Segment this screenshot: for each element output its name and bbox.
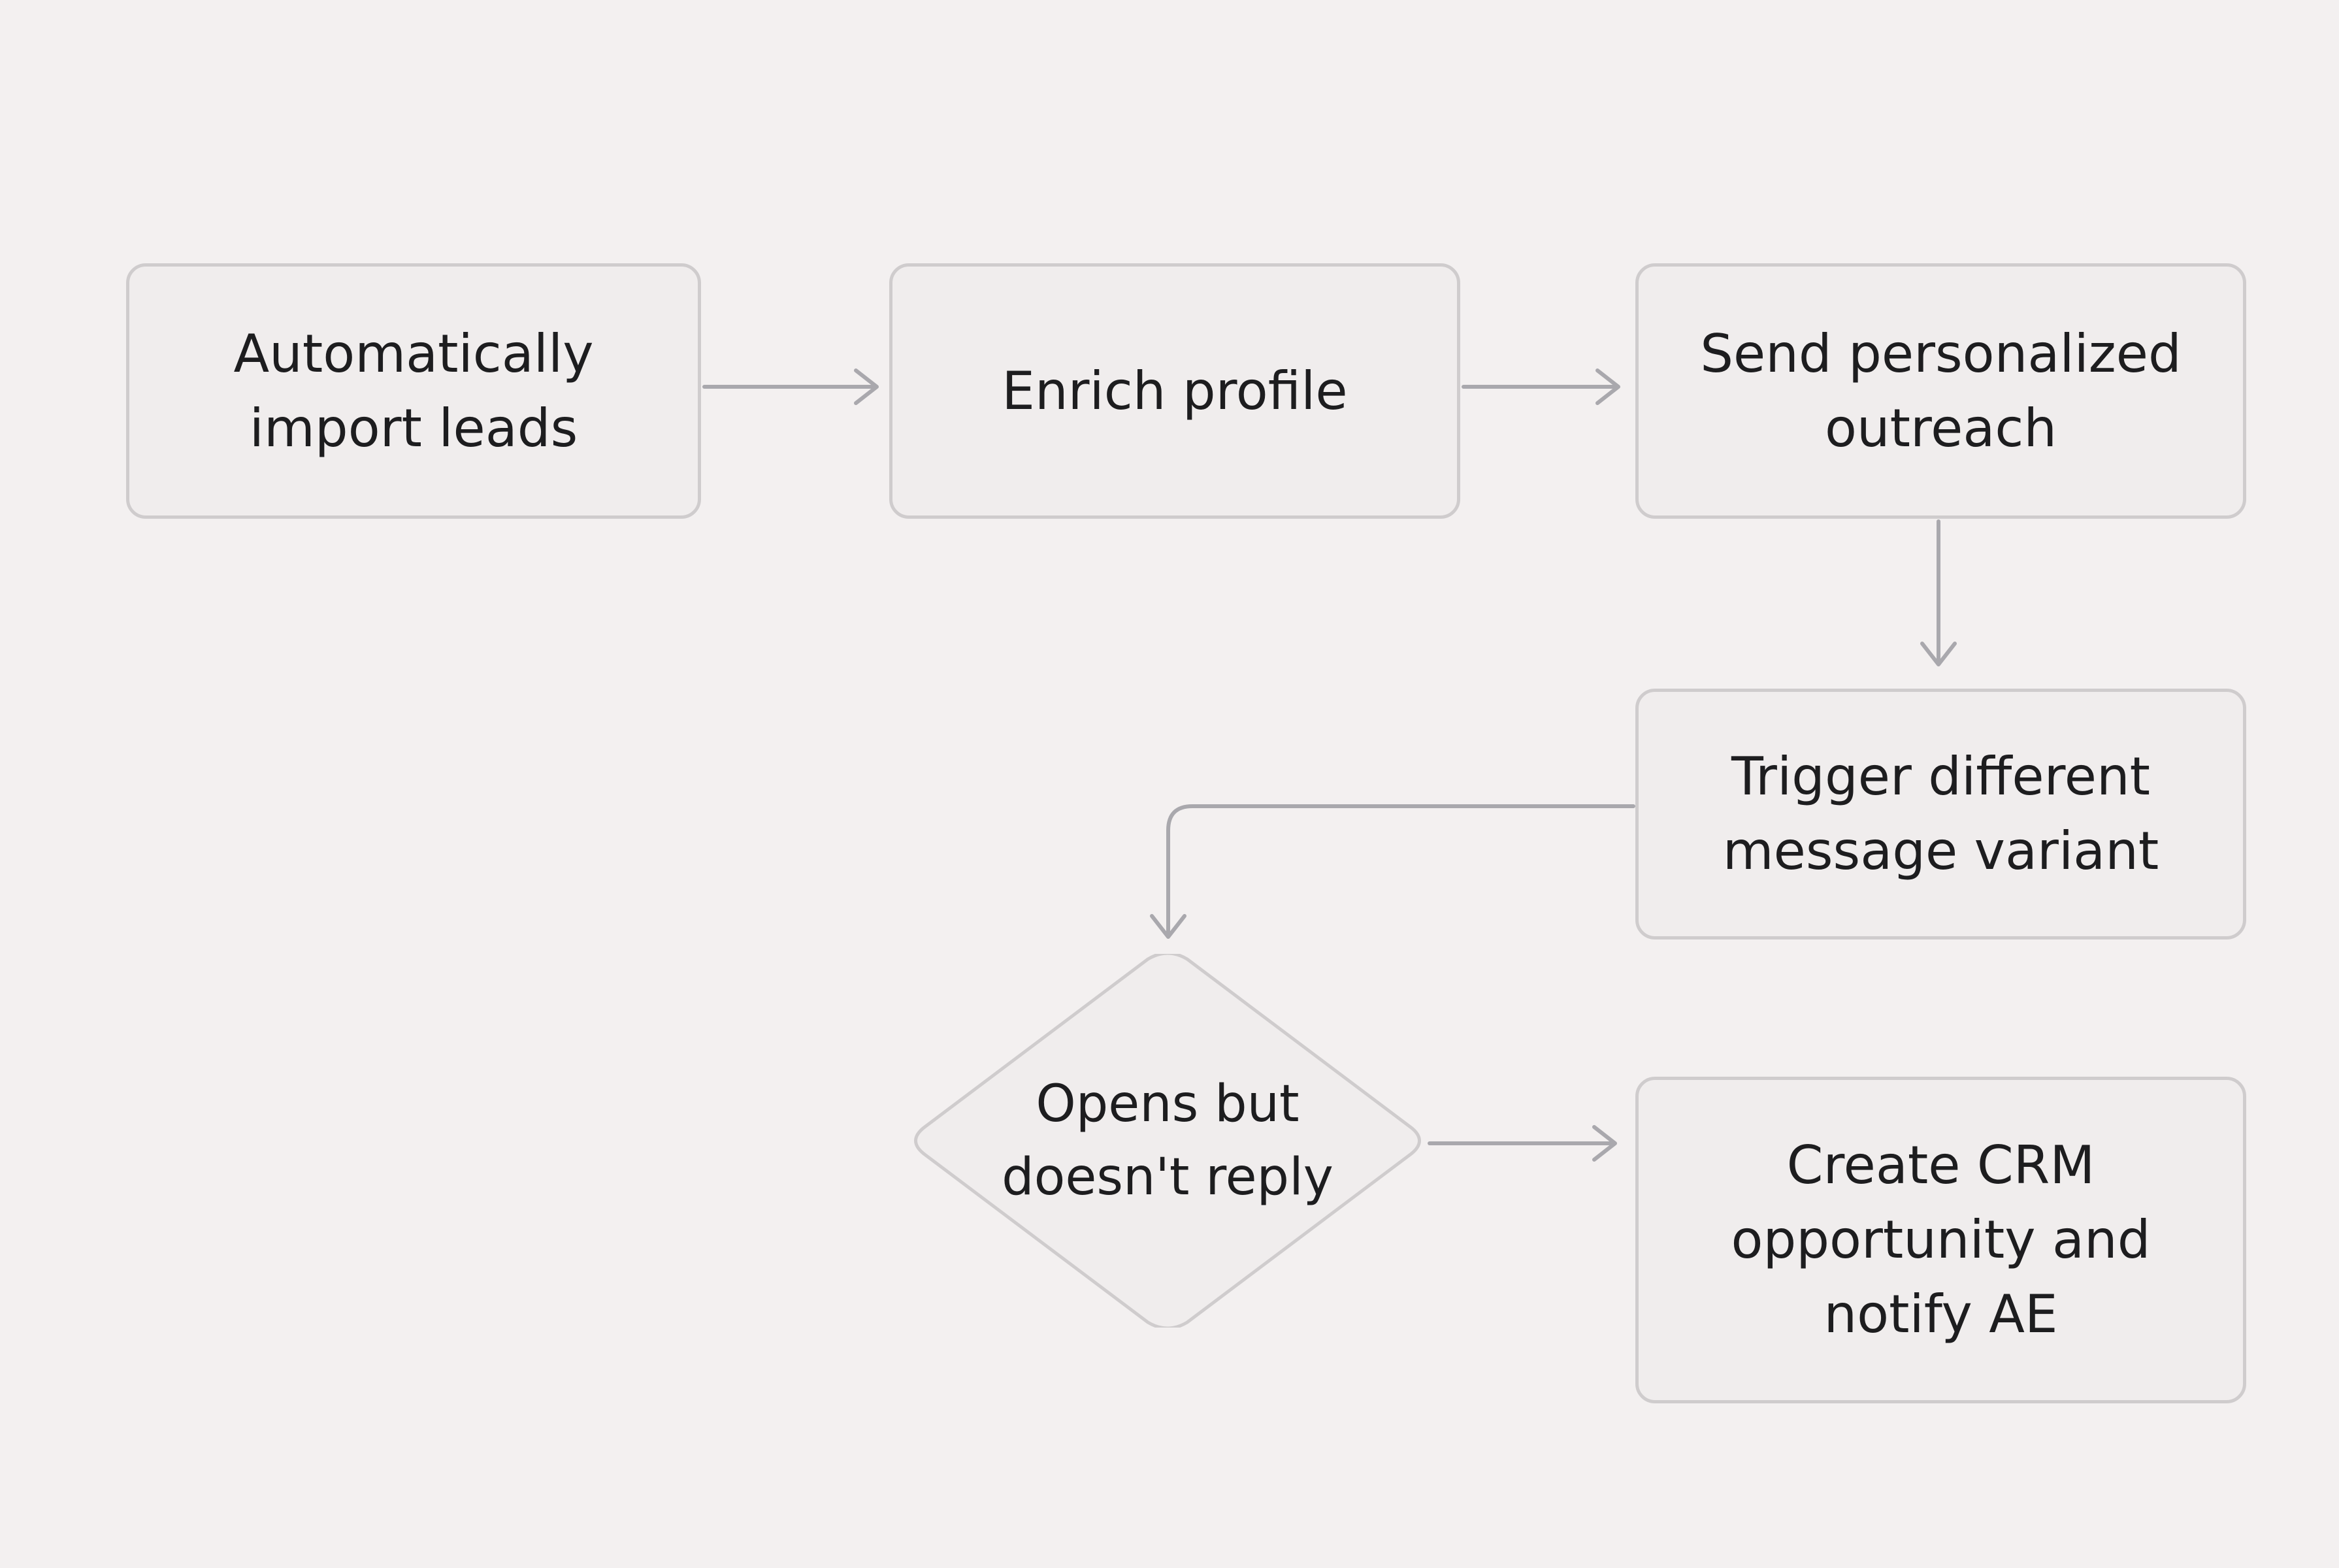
decision-opens-no-reply-line-2: doesn't reply: [1002, 1148, 1333, 1207]
step-trigger-variant-line-2: message variant: [1722, 821, 2159, 881]
step-send-outreach: Send personalized outreach: [1635, 263, 2246, 519]
connector-trigger-to-decision: [1150, 804, 1635, 939]
step-send-outreach-line-2: outreach: [1824, 397, 2057, 459]
step-trigger-variant: Trigger different message variant: [1635, 689, 2246, 939]
step-create-crm-opportunity: Create CRM opportunity and notify AE: [1635, 1077, 2246, 1403]
connector-enrich-to-outreach: [1462, 368, 1620, 405]
decision-diamond-shape: [914, 954, 1421, 1328]
step-send-outreach-line-1: Send personalized: [1700, 323, 2182, 384]
step-import-leads-line-1: Automatically: [233, 323, 594, 384]
step-enrich-profile-line-1: Enrich profile: [1002, 360, 1348, 421]
connector-import-to-enrich: [702, 368, 879, 405]
step-enrich-profile: Enrich profile: [889, 263, 1460, 519]
connector-outreach-to-trigger: [1920, 519, 1957, 666]
decision-opens-no-reply: Opens but doesn't reply: [905, 954, 1430, 1328]
step-create-crm-opportunity-line-3: notify AE: [1824, 1284, 2058, 1345]
step-trigger-variant-line-1: Trigger different: [1731, 746, 2151, 807]
decision-opens-no-reply-line-1: Opens but: [1036, 1075, 1300, 1134]
step-import-leads-line-2: import leads: [249, 397, 578, 459]
step-create-crm-opportunity-line-1: Create CRM: [1786, 1135, 2095, 1196]
connector-decision-to-crm: [1428, 1125, 1617, 1162]
step-create-crm-opportunity-line-2: opportunity and: [1731, 1209, 2151, 1270]
step-import-leads: Automatically import leads: [126, 263, 701, 519]
